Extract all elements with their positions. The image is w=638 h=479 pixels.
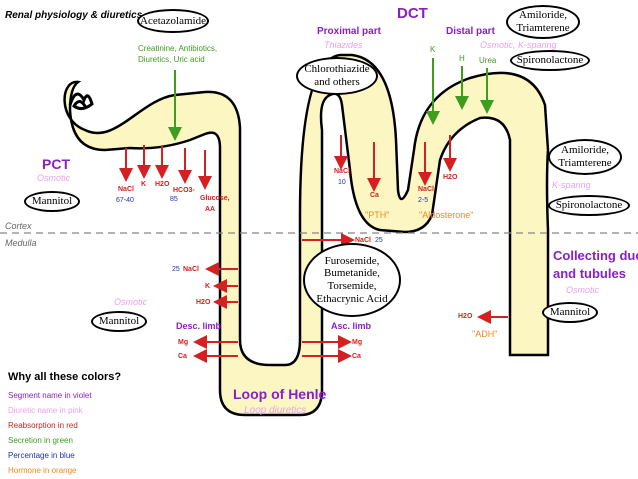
diuretic-desc-osmotic: Osmotic — [114, 297, 148, 307]
segment-distal-part: Distal part — [446, 26, 495, 37]
diuretic-k-sparing: K-sparing — [552, 180, 591, 190]
glomerulus — [68, 92, 94, 111]
percent-asc: 25 — [375, 237, 383, 244]
legend-item: Reabsorption in red — [8, 421, 78, 430]
percent-dct2: 2-5 — [418, 197, 429, 204]
reabs-pct-glucose-2: AA — [205, 206, 216, 213]
reabs-asc-nacl: NaCl — [355, 237, 371, 244]
drug-spironolactone-mid: Spironolactone — [548, 195, 630, 216]
secretion-k: K — [430, 45, 436, 54]
legend-item: Secretion in green — [8, 436, 73, 445]
drug-mannitol-pct: Mannitol — [24, 191, 80, 212]
drug-mannitol-desc: Mannitol — [91, 311, 147, 332]
zone-medulla-label: Medulla — [5, 238, 37, 248]
diuretic-pct-osmotic: Osmotic — [37, 173, 71, 183]
diuretic-osmotic-k-sparing: Osmotic, K-sparing — [480, 40, 557, 50]
reabs-dct-ca: Ca — [370, 192, 379, 199]
legend-item: Diuretic name in pink — [8, 406, 83, 415]
legend-item: Percentage in blue — [8, 451, 75, 460]
percent-desc: 25 — [172, 266, 180, 273]
reabs-desc-h2o: H2O — [196, 299, 211, 306]
reabs-pct-k: K — [141, 181, 147, 188]
secretion-pct-line2: Diuretics, Uric acid — [138, 55, 205, 64]
drug-loop-diuretics: Furosemide,Bumetanide,Torsemide,Ethacryn… — [303, 243, 401, 317]
reabs-dct-h2o: H2O — [443, 174, 458, 181]
segment-dct: DCT — [397, 5, 428, 22]
percent-pct: 67-40 — [116, 197, 134, 204]
legend-heading: Why all these colors? — [8, 371, 122, 383]
reabs-pct-nacl: NaCl — [118, 186, 134, 193]
reabs-desc-k: K — [205, 283, 211, 290]
nephron-tubule — [63, 53, 550, 417]
secretion-h: H — [459, 54, 465, 63]
reabs-asc-ca: Ca — [352, 353, 361, 360]
legend-item: Segment name in violet — [8, 391, 92, 400]
reabs-desc-ca: Ca — [178, 353, 187, 360]
diuretic-loop: Loop diuretics — [244, 405, 307, 416]
diuretic-thiazides: Thiazides — [324, 40, 363, 50]
segment-loop-of-henle: Loop of Henle — [233, 386, 327, 402]
reabs-dct-nacl: NaCl — [334, 168, 350, 175]
drug-mannitol-cd: Mannitol — [542, 302, 598, 323]
hormone-adh: "ADH" — [472, 329, 498, 339]
reabs-desc-nacl: NaCl — [183, 266, 199, 273]
drug-amiloride-top: Amiloride,Triamterene — [506, 5, 580, 39]
diagram-title: Renal physiology & diuretics — [5, 10, 143, 21]
reabs-desc-mg: Mg — [178, 339, 189, 346]
segment-collecting-duct-1: Collecting duct — [553, 248, 638, 263]
segment-proximal-part: Proximal part — [317, 26, 381, 37]
legend-item: Hormone in orange — [8, 466, 77, 475]
reabs-asc-mg: Mg — [352, 339, 363, 346]
reabs-pct-h2o: H2O — [155, 181, 170, 188]
secretion-pct-line1: Creatinine, Antibiotics, — [138, 44, 218, 53]
drug-acetazolamide: Acetazolamide — [137, 9, 209, 33]
zone-cortex-label: Cortex — [5, 221, 32, 231]
segment-desc-limb: Desc. limb — [176, 321, 222, 331]
reabs-dct2-nacl: NaCl — [418, 186, 434, 193]
hormone-pth: "PTH" — [365, 210, 390, 220]
secretion-urea: Urea — [479, 56, 497, 65]
reabs-cd-h2o: H2O — [458, 313, 473, 320]
reabs-pct-hco3: HCO3- — [173, 187, 195, 194]
segment-collecting-duct-2: and tubules — [553, 266, 626, 281]
percent-dct: 10 — [338, 179, 346, 186]
drug-amiloride-mid: Amiloride,Triamterene — [548, 139, 622, 175]
percent-hco3: 85 — [170, 196, 178, 203]
reabs-pct-glucose-1: Glucose, — [200, 195, 230, 202]
segment-pct: PCT — [42, 156, 70, 172]
drug-spironolactone-top: Spironolactone — [510, 50, 590, 71]
hormone-aldosterone: "Aldosterone" — [419, 210, 474, 220]
diuretic-cd-osmotic: Osmotic — [566, 285, 600, 295]
segment-asc-limb: Asc. limb — [331, 321, 372, 331]
